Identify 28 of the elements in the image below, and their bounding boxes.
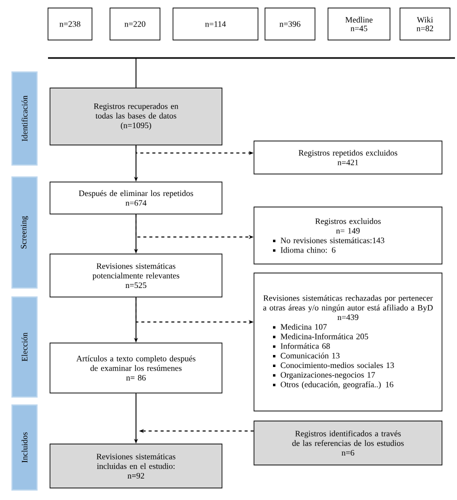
list-item: Comunicación 13 (273, 352, 340, 358)
list-item: Informática 68 (273, 342, 330, 349)
phase-band: Identificación (11, 71, 38, 166)
database-box: n=396 (264, 8, 316, 40)
database-box: n=114 (172, 8, 258, 40)
process-box: Revisiones sistemáticas potencialmente relevantes n=525 (50, 254, 222, 298)
process-box: Registros identificados a través de las referencias de los estudios n=6 (254, 420, 442, 466)
database-box: n=238 (48, 8, 92, 40)
list-item: Idioma chino: 6 (273, 246, 336, 253)
process-box: Registros excluidos n= 149 No revisiones sistemáticas:143 Idioma chino: 6 (254, 206, 442, 264)
process-box: Registros repetidos excluidos n=421 (254, 140, 442, 174)
list-item: Otros (educación, geografía..) 16 (273, 381, 394, 389)
process-box: Revisiones sistemáticas incluidas en el estudio: n=92 (50, 444, 222, 488)
database-box: n=220 (110, 8, 160, 40)
phase-band: Incluidos (11, 404, 38, 491)
list-item: Organizaciones-negocios 17 (273, 372, 375, 380)
list-item: No revisiones sistemáticas:143 (273, 237, 384, 244)
process-box: Después de eliminar los repetidos n=674 (50, 182, 222, 214)
phase-band: Elección (11, 296, 38, 398)
process-box: Registros recuperados en todas las bases de datos (n=1095) (50, 88, 222, 146)
process-box: Artículos a texto completo después de examinar los resúmenes n= 86 (50, 342, 222, 394)
database-box: Wiki n=82 (400, 8, 450, 40)
list-item: Medicina-Informática 205 (273, 333, 368, 340)
list-item: Conocimiento-medios sociales 13 (273, 362, 394, 368)
process-box: Revisiones sistemáticas rechazadas por pertenecer a otras áreas y/o ningún autor está afiliado a ByD n=439 Medicina 107 Medicina-Informática 205 Informática 68 Comunicación 13 Conocimiento-medios sociales 13 Organizaciones-negocios 17 Otros (educación, geografía..) 16 (254, 272, 442, 412)
list-item: Medicina 107 (273, 324, 327, 330)
phase-band: Screening (11, 176, 38, 289)
database-box: Medline n=45 (328, 8, 390, 40)
